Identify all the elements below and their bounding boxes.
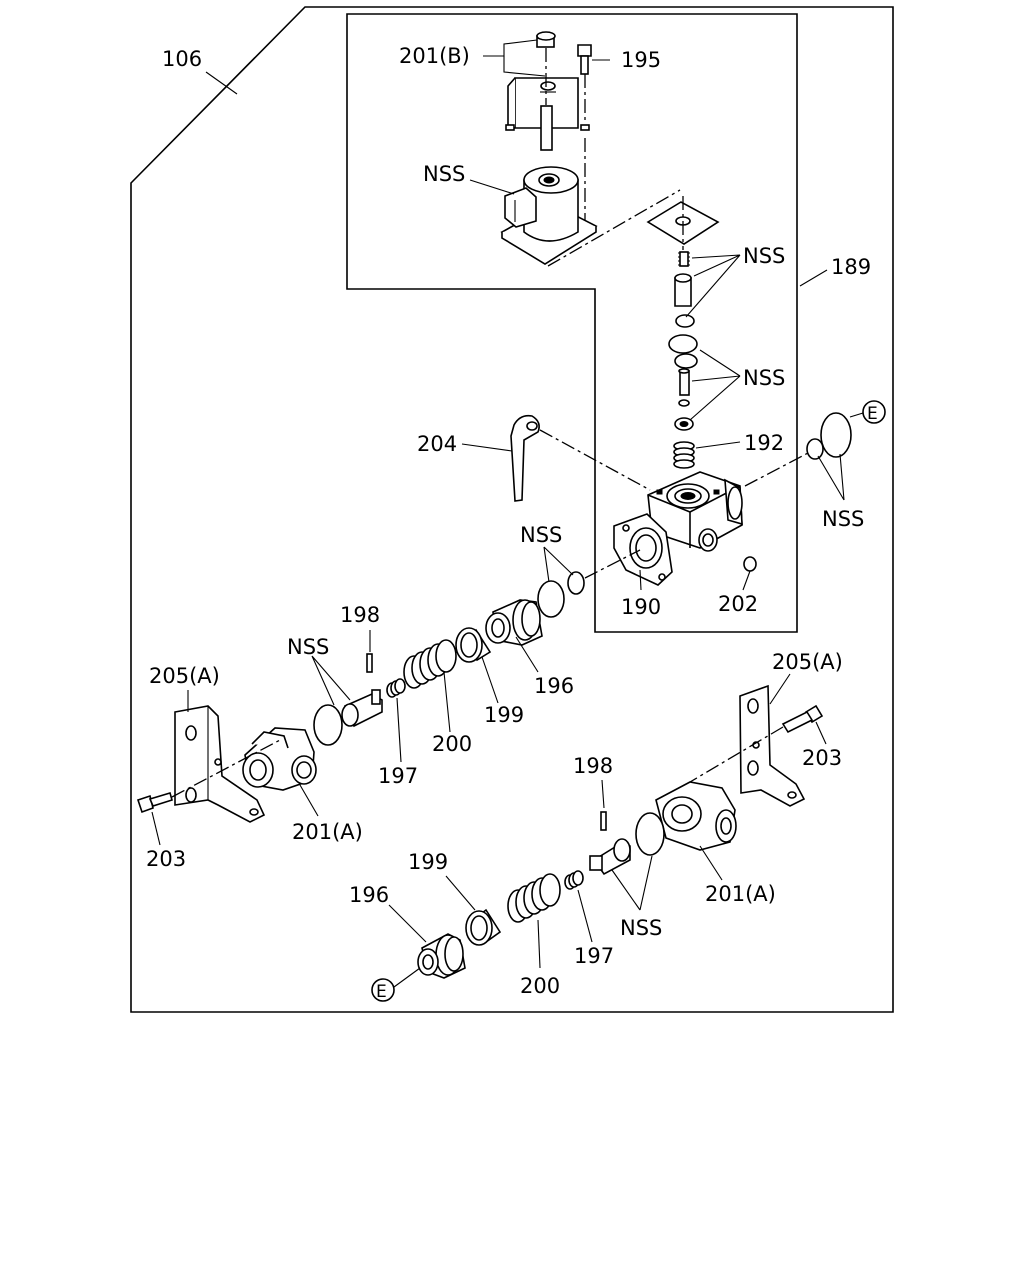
label-203-right: 203 — [802, 746, 842, 770]
piston-right — [589, 838, 631, 876]
label-197-lower: 197 — [574, 944, 614, 968]
bolt-203-left — [136, 792, 173, 814]
o-ring-large — [668, 334, 698, 354]
spring-197-upper — [386, 678, 406, 698]
cup-199-lower — [465, 908, 502, 946]
label-nss-middle: NSS — [743, 366, 785, 390]
cup-199-upper — [455, 627, 492, 663]
label-200-lower: 200 — [520, 974, 560, 998]
label-201a-left: 201(A) — [292, 820, 363, 844]
label-199-upper: 199 — [484, 703, 524, 727]
label-nss-190: NSS — [520, 523, 562, 547]
label-195: 195 — [621, 48, 661, 72]
label-205a-left: 205(A) — [149, 664, 220, 688]
label-nss-left: NSS — [287, 635, 329, 659]
leader-lines — [151, 39, 864, 988]
label-196-upper: 196 — [534, 674, 574, 698]
label-nss-lower: NSS — [620, 916, 662, 940]
solenoid-coil — [500, 166, 598, 265]
o-ring-mid — [674, 353, 698, 369]
washer-small — [678, 399, 690, 407]
spring-200-lower — [507, 873, 561, 923]
housing-201a-left — [242, 727, 317, 791]
marker-e-top-circle — [862, 400, 886, 424]
o-ring-190-large — [537, 580, 565, 618]
o-ring-right — [635, 812, 665, 856]
o-ring-e-small — [806, 438, 824, 460]
label-190: 190 — [621, 595, 661, 619]
label-203-left: 203 — [146, 847, 186, 871]
o-ring-top — [675, 314, 695, 328]
label-106: 106 — [162, 47, 202, 71]
label-204: 204 — [417, 432, 457, 456]
bracket-205a-right — [739, 684, 806, 807]
label-205a-right: 205(A) — [772, 650, 843, 674]
label-202: 202 — [718, 592, 758, 616]
o-ring-left — [313, 704, 343, 746]
plug-202 — [743, 556, 757, 572]
label-201a-right: 201(A) — [705, 882, 776, 906]
label-200-upper: 200 — [432, 732, 472, 756]
label-189: 189 — [831, 255, 871, 279]
label-198-left: 198 — [340, 603, 380, 627]
adapter-196-upper — [485, 599, 543, 646]
piston-left — [341, 689, 383, 728]
valve-body-190 — [613, 471, 743, 586]
label-nss-e-rings: NSS — [822, 507, 864, 531]
lever-204 — [510, 414, 540, 502]
o-ring-190-small — [567, 571, 585, 595]
sleeve-tube — [674, 273, 692, 307]
marker-e-bottom-circle — [371, 978, 395, 1002]
label-197-upper: 197 — [378, 764, 418, 788]
housing-201a-right — [655, 781, 737, 851]
spring-192 — [673, 441, 695, 469]
pin-198-upper — [366, 653, 373, 673]
label-nss-solenoid: NSS — [423, 162, 465, 186]
pin-198-lower — [600, 811, 607, 831]
frame-106 — [130, 6, 894, 1013]
label-e-bottom: E — [376, 982, 387, 1002]
bracket-205a-left — [174, 705, 266, 823]
frame-189 — [346, 13, 798, 633]
adapter-196-lower — [417, 933, 466, 979]
bolt-195 — [577, 44, 592, 222]
o-ring-e-large — [820, 412, 852, 458]
label-nss-upper: NSS — [743, 244, 785, 268]
valve-pin — [678, 368, 690, 396]
label-192: 192 — [744, 431, 784, 455]
plug-201b — [536, 31, 556, 105]
spring-200-upper — [403, 639, 457, 689]
label-201b: 201(B) — [399, 44, 470, 68]
label-199-lower: 199 — [408, 850, 448, 874]
label-e-top: E — [867, 404, 878, 424]
label-196-lower: 196 — [349, 883, 389, 907]
spring-197-lower — [564, 870, 584, 890]
bracket-201b — [505, 77, 590, 151]
bolt-203-right — [781, 704, 824, 734]
label-198-right: 198 — [573, 754, 613, 778]
small-spring-top — [678, 251, 690, 267]
seat-ring — [674, 417, 694, 431]
